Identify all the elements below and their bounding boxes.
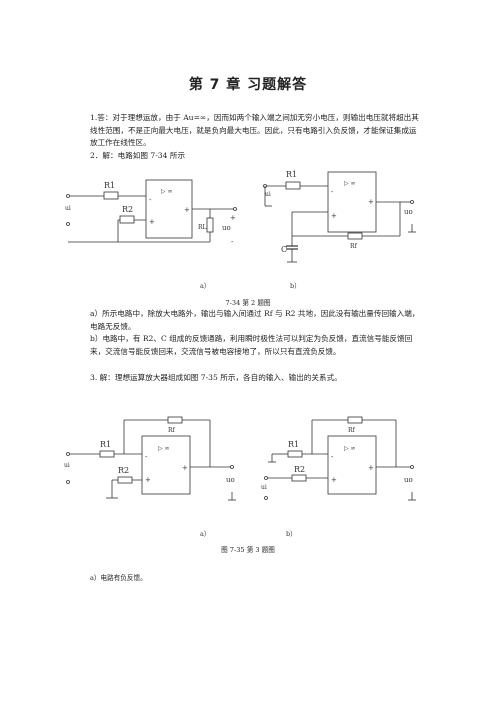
svg-text:Rf: Rf — [348, 427, 356, 434]
answer-2-intro: 2．解：电路如图 7-34 所示 — [90, 151, 186, 160]
page-title: 第 7 章 习题解答 — [188, 77, 308, 93]
fig2-caption-b: b） — [286, 530, 297, 538]
svg-text:R1: R1 — [104, 181, 115, 190]
figure-7-35: ▷ ∞ - + + Rf R1 ui R2 uo ▷ ∞ - — [64, 416, 416, 538]
svg-text:+: + — [230, 214, 236, 222]
resistor-r2-3a — [117, 476, 133, 484]
svg-text:ui: ui — [265, 191, 271, 198]
svg-text:R2: R2 — [122, 205, 133, 214]
svg-text:-: - — [145, 453, 148, 461]
resistor-rf-b — [347, 232, 363, 240]
svg-text:-: - — [231, 238, 234, 246]
answer-2-b: b）电路中，有 R2、C 组成的反馈通路，利用瞬时极性法可以判定为负反馈，直流信… — [90, 334, 413, 356]
svg-text:+: + — [184, 206, 190, 214]
svg-text:uo: uo — [222, 224, 231, 232]
figure-7-35-caption: 图 7-35 第 3 题图 — [221, 546, 275, 554]
answer-1: 1.答：对于理想运放，由于 Au=∞，因而如两个输入端之间加无穷小电压，则输出电… — [90, 113, 419, 147]
resistor-rf-3a — [167, 416, 183, 424]
svg-text:-: - — [331, 188, 334, 196]
svg-text:+: + — [368, 198, 374, 206]
svg-text:-: - — [331, 453, 334, 461]
svg-text:▷ ∞: ▷ ∞ — [158, 445, 170, 452]
circuit-3b: ▷ ∞ - + + Rf R1 R2 ui uo — [261, 416, 416, 501]
answer-3-intro: 3. 解：理想运算放大器组成如图 7-35 所示，各自的输入、输出的关系式。 — [90, 373, 342, 382]
svg-text:ui: ui — [64, 462, 70, 469]
resistor-rf-3b — [347, 416, 363, 424]
resistor-r2-3b — [291, 474, 307, 482]
fig1-caption-b: b） — [290, 282, 301, 290]
svg-text:+: + — [182, 464, 188, 472]
resistor-r1-3a — [99, 450, 115, 458]
svg-text:R1: R1 — [288, 440, 299, 449]
svg-text:R2: R2 — [118, 466, 129, 475]
amp-symbol-a: ▷ ∞ — [161, 188, 173, 195]
circuit-b: ▷ ∞ - + + R1 ui Rf C uo — [263, 170, 416, 263]
svg-text:RL: RL — [198, 224, 207, 231]
svg-text:▷ ∞: ▷ ∞ — [344, 180, 356, 187]
svg-text:+: + — [331, 476, 337, 484]
svg-text:R2: R2 — [294, 465, 305, 474]
svg-text:R1: R1 — [286, 170, 297, 179]
circuit-3a: ▷ ∞ - + + Rf R1 ui R2 uo — [64, 416, 236, 501]
svg-text:R1: R1 — [100, 440, 111, 449]
figure-7-34-caption: 7-34 第 2 题图 — [225, 299, 271, 307]
resistor-r1 — [103, 191, 119, 200]
svg-text:+: + — [368, 464, 374, 472]
fig2-caption-a: a） — [200, 530, 210, 538]
svg-text:ui: ui — [65, 205, 71, 212]
svg-text:C: C — [281, 245, 287, 254]
circuit-a: ▷ ∞ - + + R1 ui R2 RL uo + - — [65, 179, 237, 246]
svg-text:Rf: Rf — [168, 427, 176, 434]
svg-text:uo: uo — [404, 476, 413, 484]
answer-3-a: a）电路有负反馈。 — [90, 574, 147, 582]
svg-text:uo: uo — [404, 208, 413, 216]
resistor-r2 — [119, 215, 135, 224]
svg-text:-: - — [149, 196, 152, 204]
resistor-r1-b — [285, 181, 301, 190]
svg-text:Rf: Rf — [350, 243, 358, 250]
svg-text:uo: uo — [226, 476, 235, 484]
svg-text:+: + — [331, 212, 337, 220]
resistor-r1-3b — [287, 450, 303, 458]
fig1-caption-a: a） — [200, 282, 210, 290]
resistor-rl — [206, 217, 214, 233]
svg-text:+: + — [149, 218, 155, 226]
answer-2-a: a）所示电路中，除放大电路外，输出与输入间通过 Rf 与 R2 共地，因此没有输… — [90, 309, 420, 331]
svg-text:ui: ui — [261, 484, 267, 491]
svg-text:+: + — [145, 476, 151, 484]
figure-7-34: ▷ ∞ - + + R1 ui R2 RL uo + - ▷ ∞ - + + — [65, 170, 416, 290]
svg-text:▷ ∞: ▷ ∞ — [344, 445, 356, 452]
